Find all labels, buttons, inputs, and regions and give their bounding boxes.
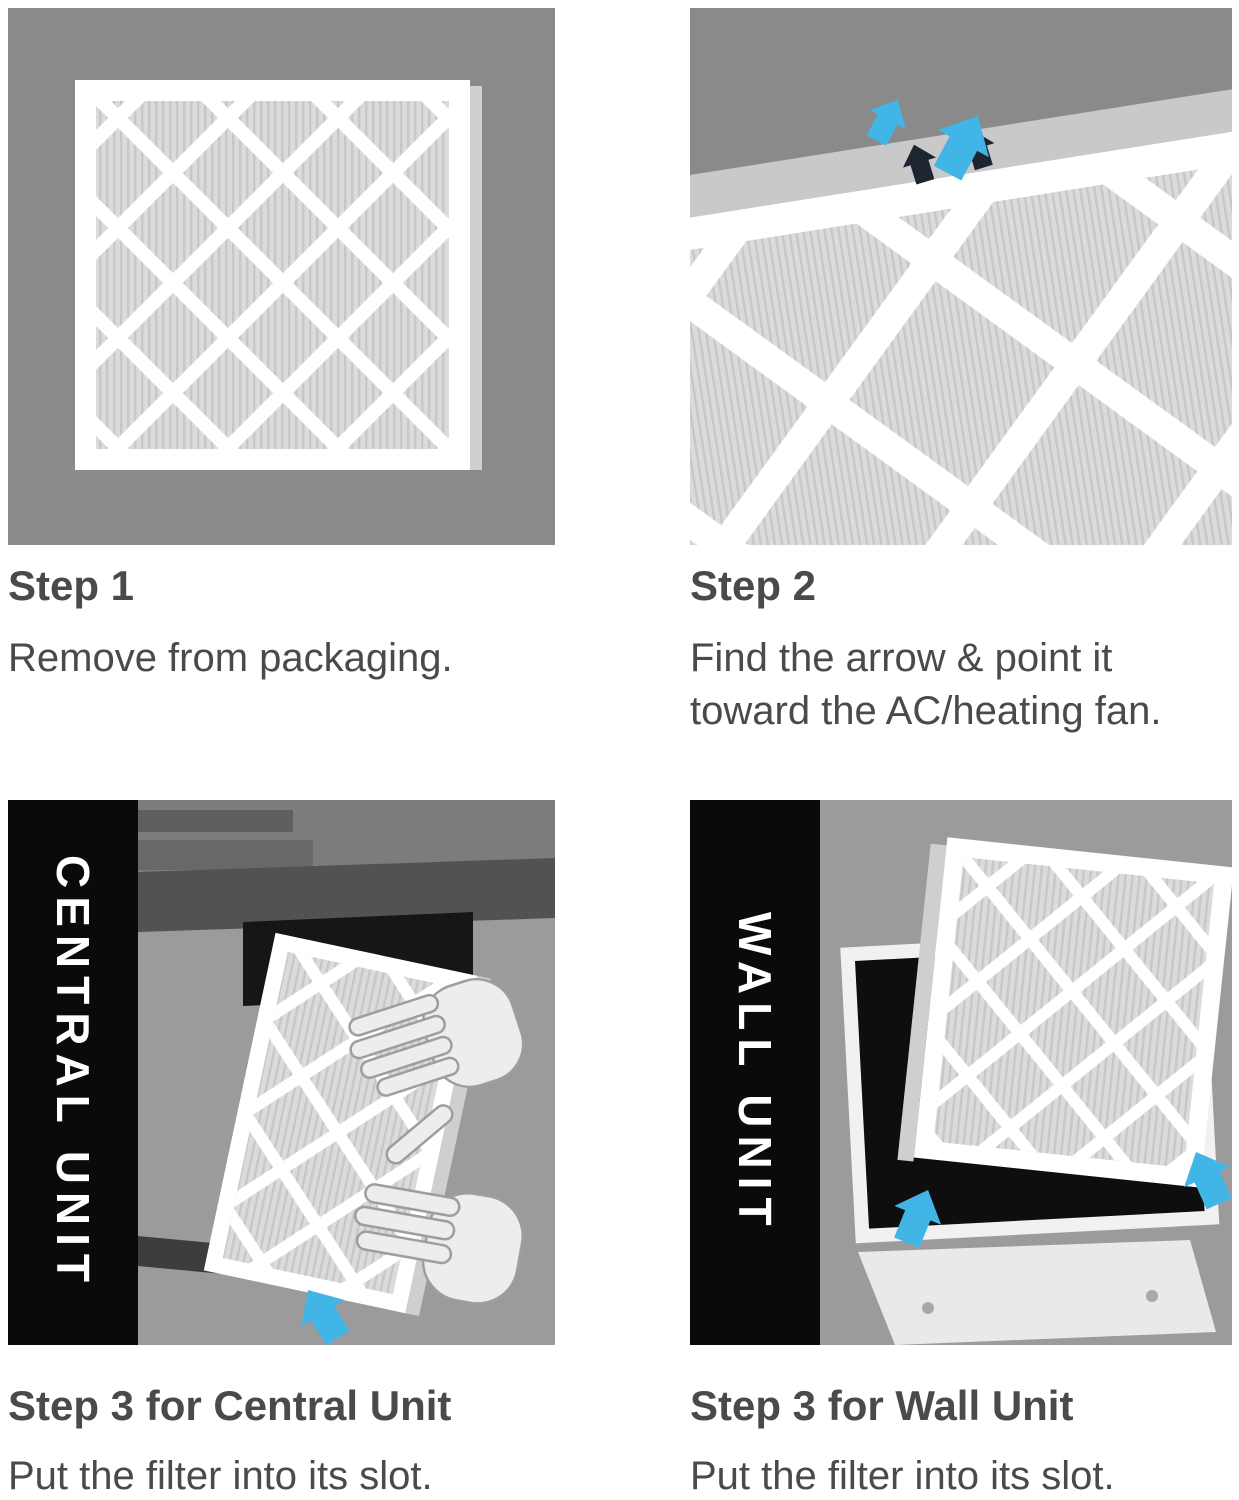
filter-lattice: [690, 163, 1232, 545]
central-unit-band: CENTRAL UNIT: [8, 800, 138, 1345]
filter-lattice: [96, 101, 449, 449]
air-filter: [897, 837, 1232, 1188]
step1-title: Step 1: [8, 562, 135, 609]
hand-upper: [348, 978, 525, 1097]
wall-unit-band: WALL UNIT: [690, 800, 820, 1345]
furnace-step: [138, 840, 313, 870]
air-filter: [75, 80, 482, 470]
step2-title: Step 2: [690, 562, 817, 609]
step3-central-title: Step 3 for Central Unit: [8, 1382, 452, 1429]
step3-central-description: Put the filter into its slot.: [8, 1454, 433, 1498]
filter-front-illustration: [8, 8, 555, 545]
open-door-panel: [858, 1240, 1216, 1345]
step1-description: Remove from packaging.: [8, 636, 453, 680]
wall-unit-label: WALL UNIT: [729, 911, 781, 1234]
tilted-filter-illustration: [690, 8, 1232, 545]
step3-wall-panel: WALL UNIT: [690, 800, 1232, 1345]
filter-lattice: [933, 857, 1215, 1168]
step2-panel: [690, 8, 1232, 545]
screw-hole: [1146, 1290, 1158, 1302]
tilted-air-filter: [690, 87, 1232, 545]
step3-wall-description: Put the filter into its slot.: [690, 1454, 1115, 1498]
step1-panel: [8, 8, 555, 545]
filter-depth-edge: [470, 86, 482, 470]
step2-description: Find the arrow & point it toward the AC/…: [690, 636, 1162, 733]
step3-central-panel: CENTRAL UNIT: [8, 800, 555, 1345]
vent-door: [858, 1240, 1216, 1345]
filter-top-edge: [690, 87, 1232, 232]
furnace-step: [138, 810, 293, 832]
hand-lower: [354, 1104, 524, 1305]
central-unit-label: CENTRAL UNIT: [47, 854, 99, 1291]
filter-depth-edge: [897, 843, 947, 1162]
step3-wall-title: Step 3 for Wall Unit: [690, 1382, 1074, 1429]
screw-hole: [922, 1302, 934, 1314]
